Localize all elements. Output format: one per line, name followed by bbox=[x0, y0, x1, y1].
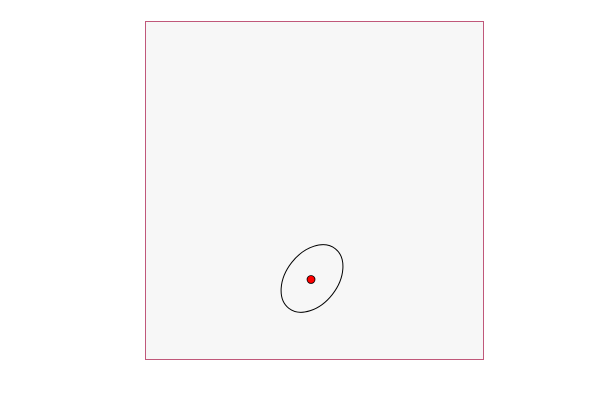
canvas-svg bbox=[268, 233, 355, 324]
ellipse-shape[interactable] bbox=[268, 233, 355, 324]
canvas-area[interactable] bbox=[145, 21, 484, 360]
center-point-handle[interactable] bbox=[306, 275, 316, 284]
